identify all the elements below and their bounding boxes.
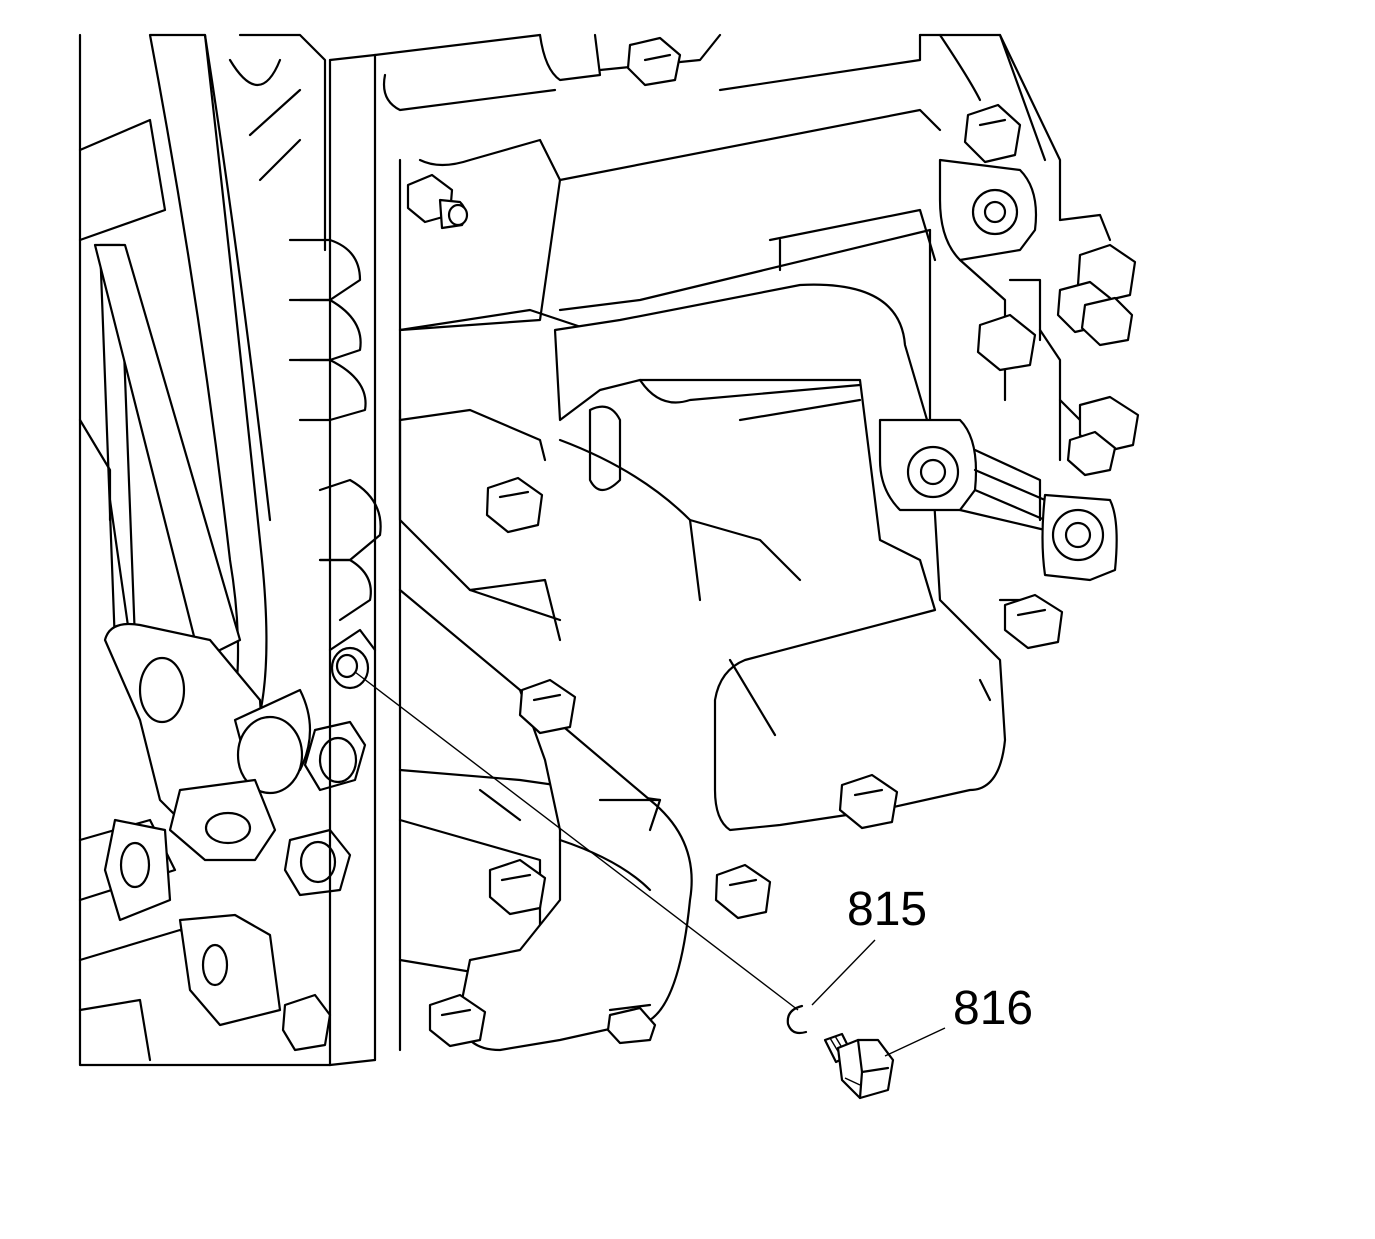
exploded-drain-parts [354,671,895,1100]
bolt-upper-left-stud [406,173,469,230]
callout-816-leader [884,1027,946,1057]
bolt-top-center [626,36,682,87]
callout-815-leader [811,939,876,1006]
bolt-center-left-1 [485,476,544,534]
o-ring-seal-815 [786,1004,808,1035]
explode-line [354,671,799,1011]
callout-816: 816 [884,982,1033,1057]
bolt-top-right [963,103,1022,164]
bolt-right-lower [1003,593,1064,650]
plug-bolt-816 [823,1032,895,1100]
bolt-lower-center-1 [488,858,547,916]
bolt-right-stack-2 [1056,280,1134,347]
bolt-right-mid [976,313,1037,372]
right-mount-bracket [878,33,1118,602]
left-bracket-assembly [78,33,382,1067]
hex-bolts [406,36,1140,1048]
bolt-lower-center-2 [714,863,772,920]
bolt-cover-lower [838,773,899,830]
bolt-bottom-left [428,993,487,1048]
callout-815: 815 [811,883,927,1006]
callout-816-label: 816 [953,982,1033,1035]
callout-815-label: 815 [847,883,927,936]
bolt-bottom-center [606,1006,657,1045]
bolt-center-left-2 [518,678,577,735]
bolt-right-stack-3 [1066,395,1140,477]
